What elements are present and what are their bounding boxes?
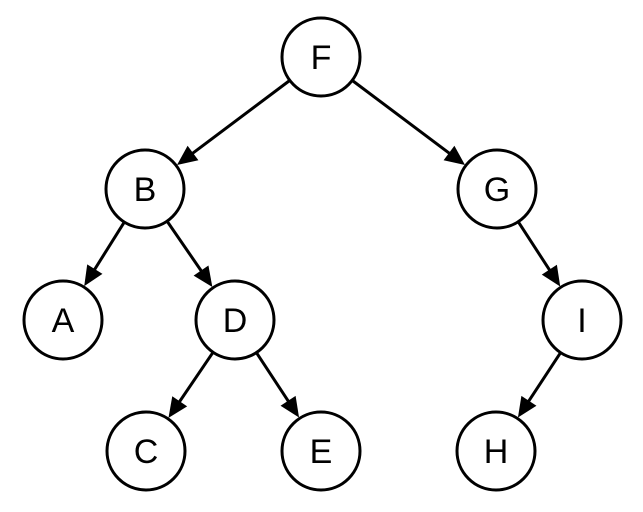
arrowhead-icon [280,395,300,418]
edge-d-to-c [168,352,214,418]
node-circle[interactable] [105,410,187,492]
tree-node-c[interactable]: C [105,410,187,492]
edge-line [517,221,553,273]
edge-line [352,79,453,157]
tree-node-d[interactable]: D [194,279,276,361]
edge-line [255,352,291,405]
node-label: G [484,171,510,209]
node-label: E [310,433,333,471]
node-circle[interactable] [280,16,362,98]
node-label: B [134,171,157,209]
arrowhead-icon [84,264,103,287]
edge-line [526,352,562,405]
tree-node-g[interactable]: G [456,148,538,230]
edge-line [189,79,290,157]
edge-line [91,222,126,273]
edge-f-to-b [177,79,290,165]
node-circle[interactable] [104,148,186,230]
node-circle[interactable] [194,279,276,361]
edge-line [176,352,214,405]
node-circle[interactable] [456,148,538,230]
arrowhead-icon [443,145,465,165]
node-label: C [134,433,159,471]
node-label: D [223,302,248,340]
tree-node-i[interactable]: I [541,279,623,361]
arrowhead-icon [177,145,199,165]
node-circle[interactable] [541,279,623,361]
node-circle[interactable] [22,279,104,361]
edge-line [166,221,204,274]
edge-i-to-h [517,352,562,418]
tree-node-a[interactable]: A [22,279,104,361]
edges-layer [84,79,562,418]
tree-node-b[interactable]: B [104,148,186,230]
arrowhead-icon [541,264,561,287]
node-circle[interactable] [455,410,537,492]
node-label: F [311,39,332,77]
tree-node-f[interactable]: F [280,16,362,98]
edge-g-to-i [517,221,561,287]
edge-b-to-a [84,222,126,287]
arrowhead-icon [168,396,188,418]
node-label: H [484,433,509,471]
edge-b-to-d [166,221,213,288]
arrowhead-icon [517,395,537,418]
edge-d-to-e [255,352,300,418]
node-circle[interactable] [280,410,362,492]
node-label: I [577,302,586,340]
tree-node-h[interactable]: H [455,410,537,492]
nodes-layer: F B G A D I C E H [22,16,623,492]
node-label: A [52,302,75,340]
tree-node-e[interactable]: E [280,410,362,492]
edge-f-to-g [352,79,465,165]
arrowhead-icon [193,265,213,288]
